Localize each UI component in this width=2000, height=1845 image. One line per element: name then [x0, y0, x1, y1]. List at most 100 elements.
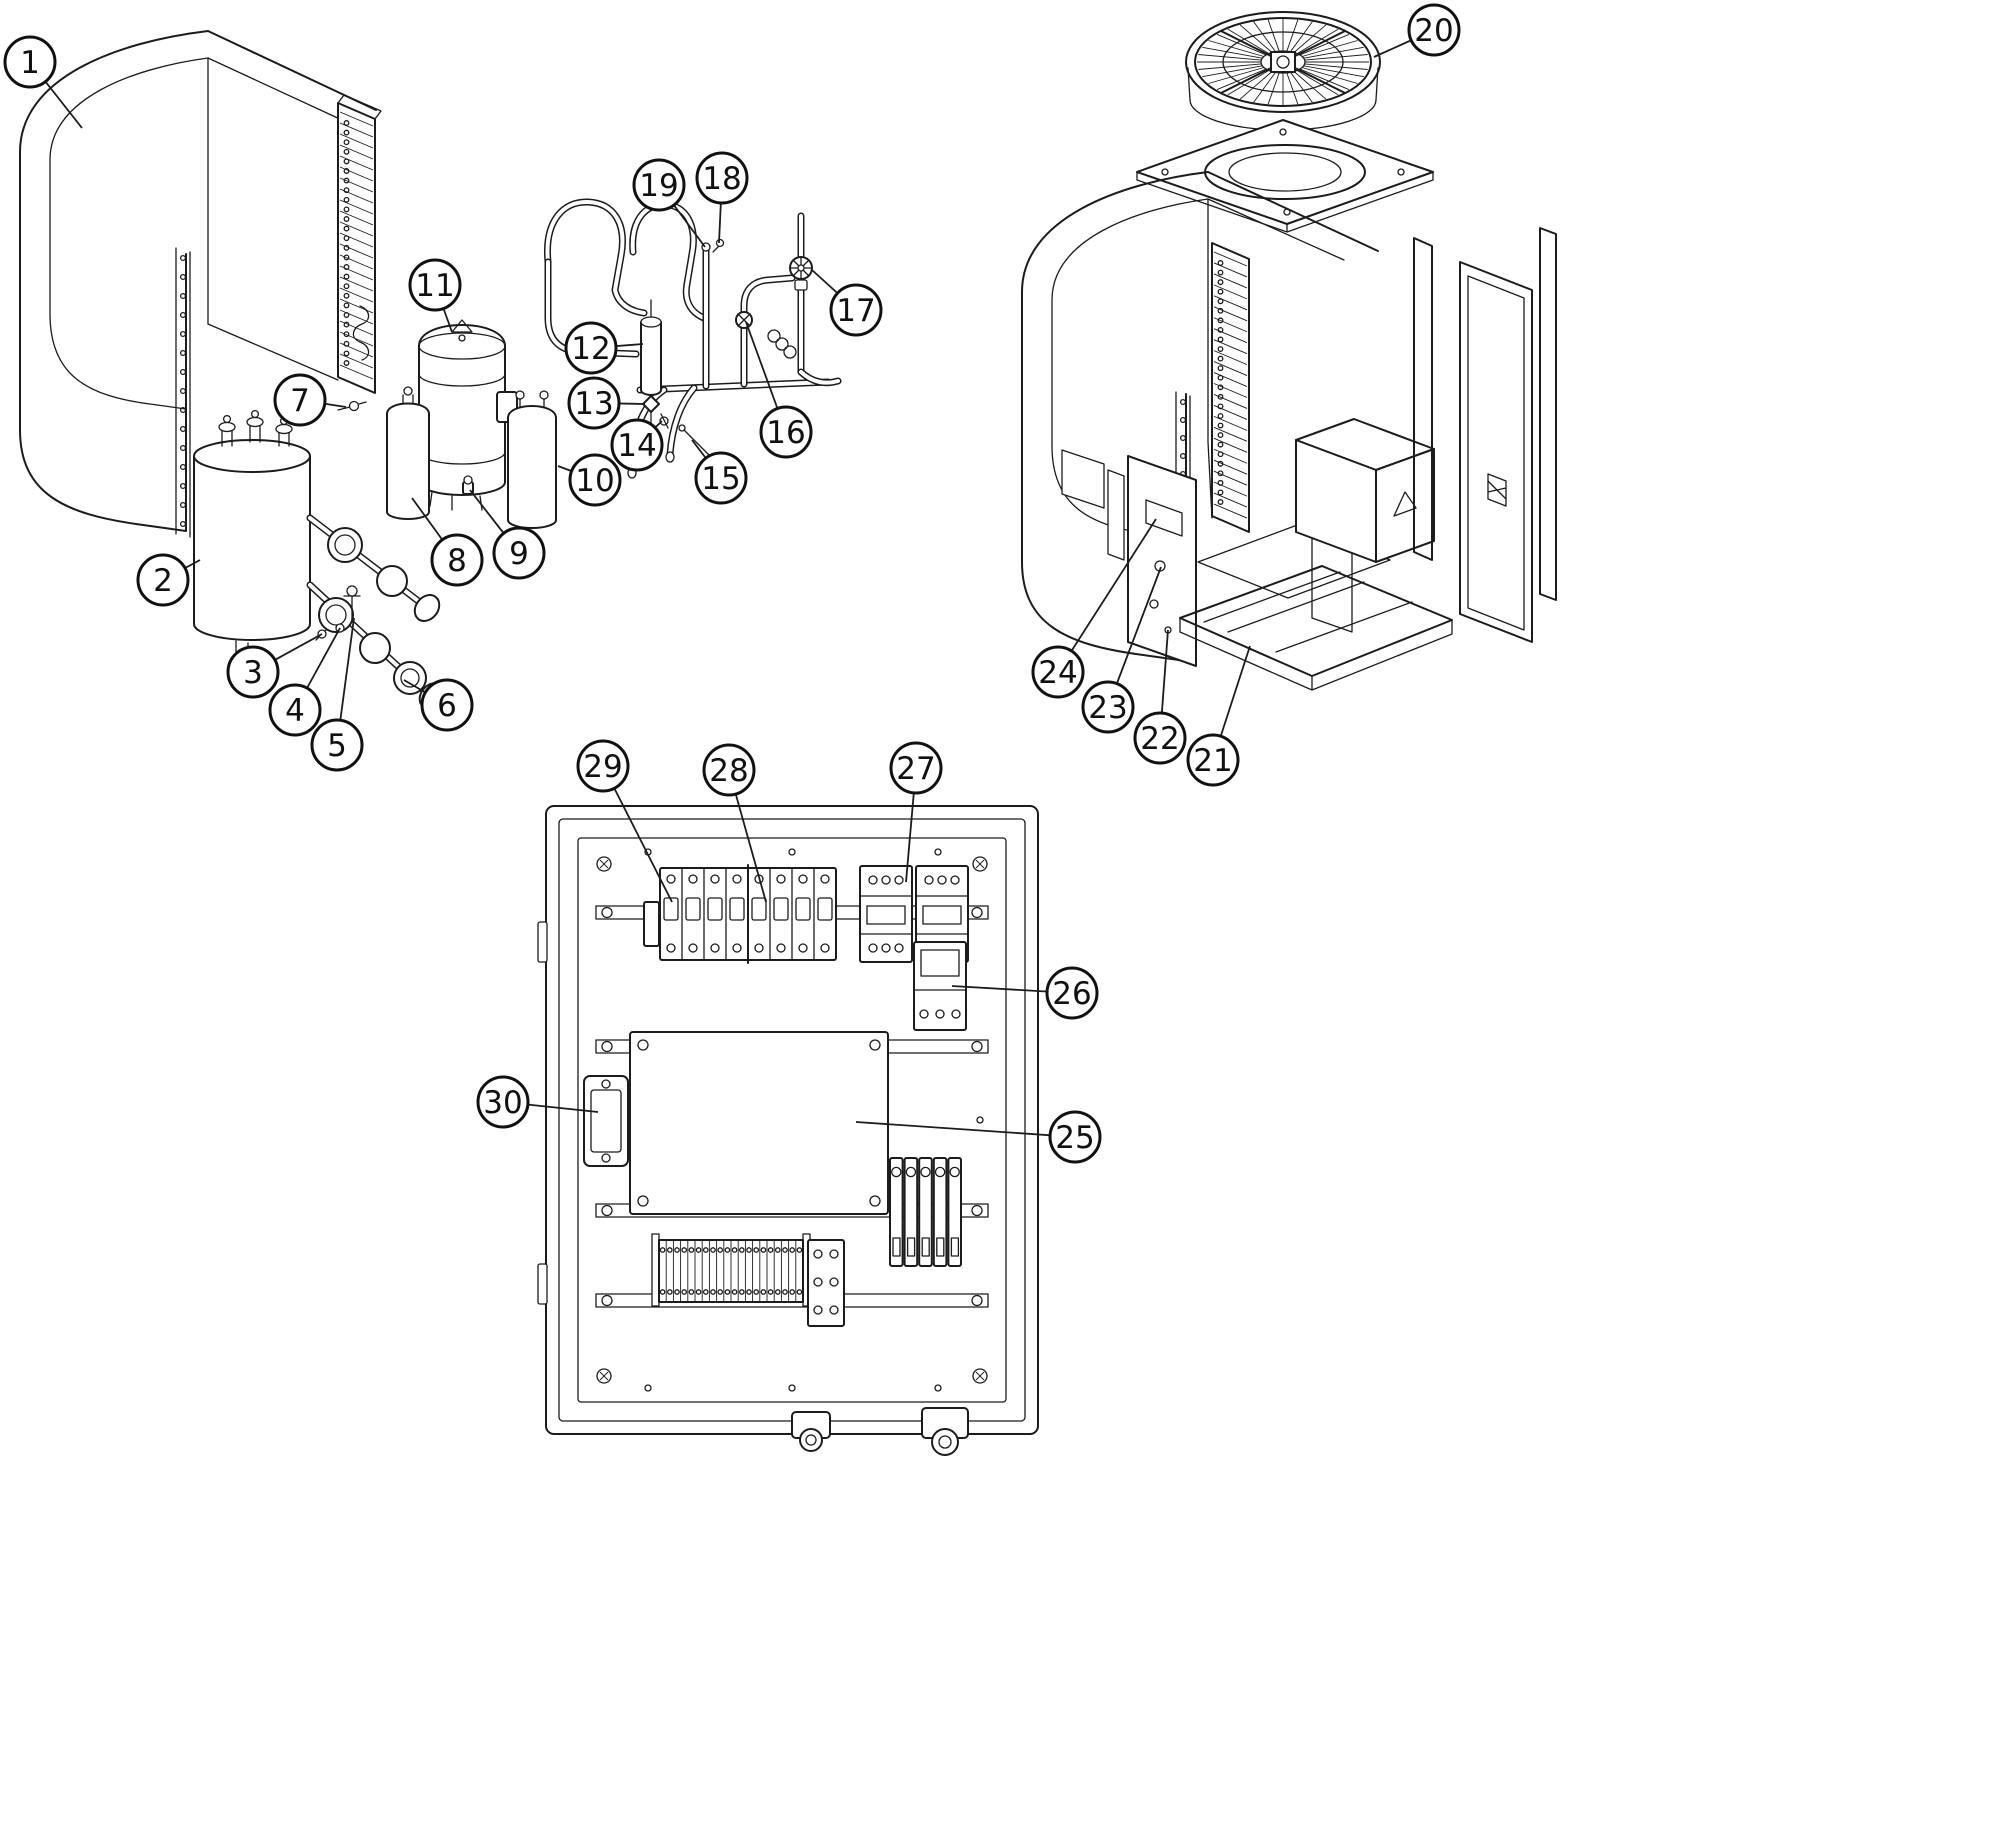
callout-number: 5	[327, 728, 347, 764]
fuse-cap	[905, 1166, 917, 1178]
electrical-enclosure	[537, 805, 1039, 1456]
sensor-plate	[1107, 469, 1125, 561]
fan-grille-line	[1293, 24, 1327, 53]
callout-19: 19	[632, 158, 706, 248]
terminal-screw	[724, 1247, 731, 1253]
service-valve-handle	[789, 256, 813, 291]
strip-hole	[1179, 398, 1187, 406]
plate-hole	[934, 1384, 942, 1392]
fuse-foot	[906, 1237, 916, 1257]
valve-bonnet	[794, 279, 808, 291]
callout-27: 27	[889, 741, 943, 883]
terminal-screw	[760, 1289, 767, 1295]
strip-hole	[179, 406, 187, 414]
fan-assembly	[1185, 11, 1381, 131]
strip-hole	[179, 520, 187, 528]
brand-logo-lines	[1487, 480, 1507, 500]
callout-circle	[3, 35, 57, 89]
callout-number: 12	[571, 331, 610, 367]
screw-slot	[975, 859, 985, 869]
compressor-stud	[458, 334, 466, 342]
callout-circle	[568, 453, 622, 507]
fuse-foot	[921, 1237, 930, 1257]
callout-number: 9	[509, 536, 529, 572]
pipe-loop-1	[545, 199, 646, 315]
fan-shroud-side	[1375, 67, 1379, 101]
plate-hole	[788, 1384, 796, 1392]
callout-number: 6	[437, 688, 457, 724]
coil-port	[1217, 489, 1224, 496]
callout-circle	[1048, 1110, 1102, 1164]
filter-body	[640, 321, 662, 396]
expansion-valve	[735, 311, 753, 329]
callout-circle	[564, 321, 618, 375]
tray-rails	[1203, 571, 1413, 653]
module-window	[590, 1089, 622, 1153]
probe-head	[678, 424, 686, 432]
plate-screw	[1161, 168, 1169, 176]
receiver-port	[539, 390, 549, 400]
fan-grille-line	[1202, 46, 1263, 59]
handwheel-hub	[797, 264, 805, 272]
coil-port	[1217, 326, 1224, 333]
coil-port	[1217, 441, 1224, 448]
brand-logo-icon	[1487, 473, 1507, 507]
coil-port	[1217, 279, 1224, 286]
coil-port	[343, 235, 350, 242]
fitting-nut	[246, 416, 264, 428]
callout-18: 18	[695, 151, 749, 244]
callout-15: 15	[691, 439, 748, 505]
fan-grille-line	[1286, 72, 1299, 105]
bracket-screw	[829, 1249, 839, 1259]
coil-fin	[339, 144, 374, 160]
callout-circle	[889, 741, 943, 795]
breaker-toggle	[729, 897, 745, 921]
coil-port	[1217, 260, 1224, 266]
callout-circle	[759, 405, 813, 459]
terminal-screw	[702, 1247, 709, 1253]
callout-circle	[1031, 645, 1085, 699]
callout-circle	[1407, 3, 1461, 57]
warning-triangle-icon	[1393, 491, 1417, 517]
assembled-cabinet	[1021, 171, 1557, 691]
callout-24: 24	[1031, 518, 1157, 699]
callout-circle	[273, 373, 327, 427]
coil-fin	[339, 232, 374, 248]
relay-window	[920, 949, 960, 977]
breaker-toggle	[773, 897, 789, 921]
contactor-terminal	[894, 875, 904, 885]
shell-top-inner-edge	[207, 57, 343, 121]
callout-14: 14	[610, 418, 664, 472]
coil-fin	[1213, 295, 1248, 311]
coil-port	[343, 321, 350, 328]
bracket-body	[807, 1239, 845, 1327]
callout-9: 9	[469, 489, 546, 580]
fan-grille-line	[1293, 71, 1327, 100]
strip-hole	[179, 387, 187, 395]
breaker-terminal	[666, 874, 676, 884]
fan-grille-line	[1296, 28, 1339, 54]
callout-circle	[695, 151, 749, 205]
coil-port	[1217, 355, 1224, 362]
strip-hole	[179, 311, 187, 319]
coil-port	[343, 273, 350, 280]
fuse-foot	[892, 1237, 901, 1257]
coil-port	[1217, 288, 1224, 295]
bracket-screw	[829, 1277, 839, 1287]
terminal-screw	[710, 1247, 716, 1253]
breaker-toggle	[685, 897, 701, 921]
callout-number: 2	[153, 563, 173, 599]
valve-cross	[737, 313, 751, 327]
fan-grille-line	[1216, 68, 1267, 91]
fan-grille-line	[1208, 67, 1265, 84]
callout-circle	[430, 533, 484, 587]
fan-ring	[1194, 17, 1372, 107]
plate-hole	[976, 1116, 984, 1124]
coil-port	[343, 264, 350, 270]
pipe-joint-line	[660, 413, 669, 429]
compressor-weld-line	[418, 373, 506, 387]
callout-number: 19	[639, 168, 678, 204]
terminal-screw	[789, 1247, 796, 1253]
cabinet-shell-left	[19, 30, 377, 538]
shell-outline	[1021, 171, 1209, 662]
